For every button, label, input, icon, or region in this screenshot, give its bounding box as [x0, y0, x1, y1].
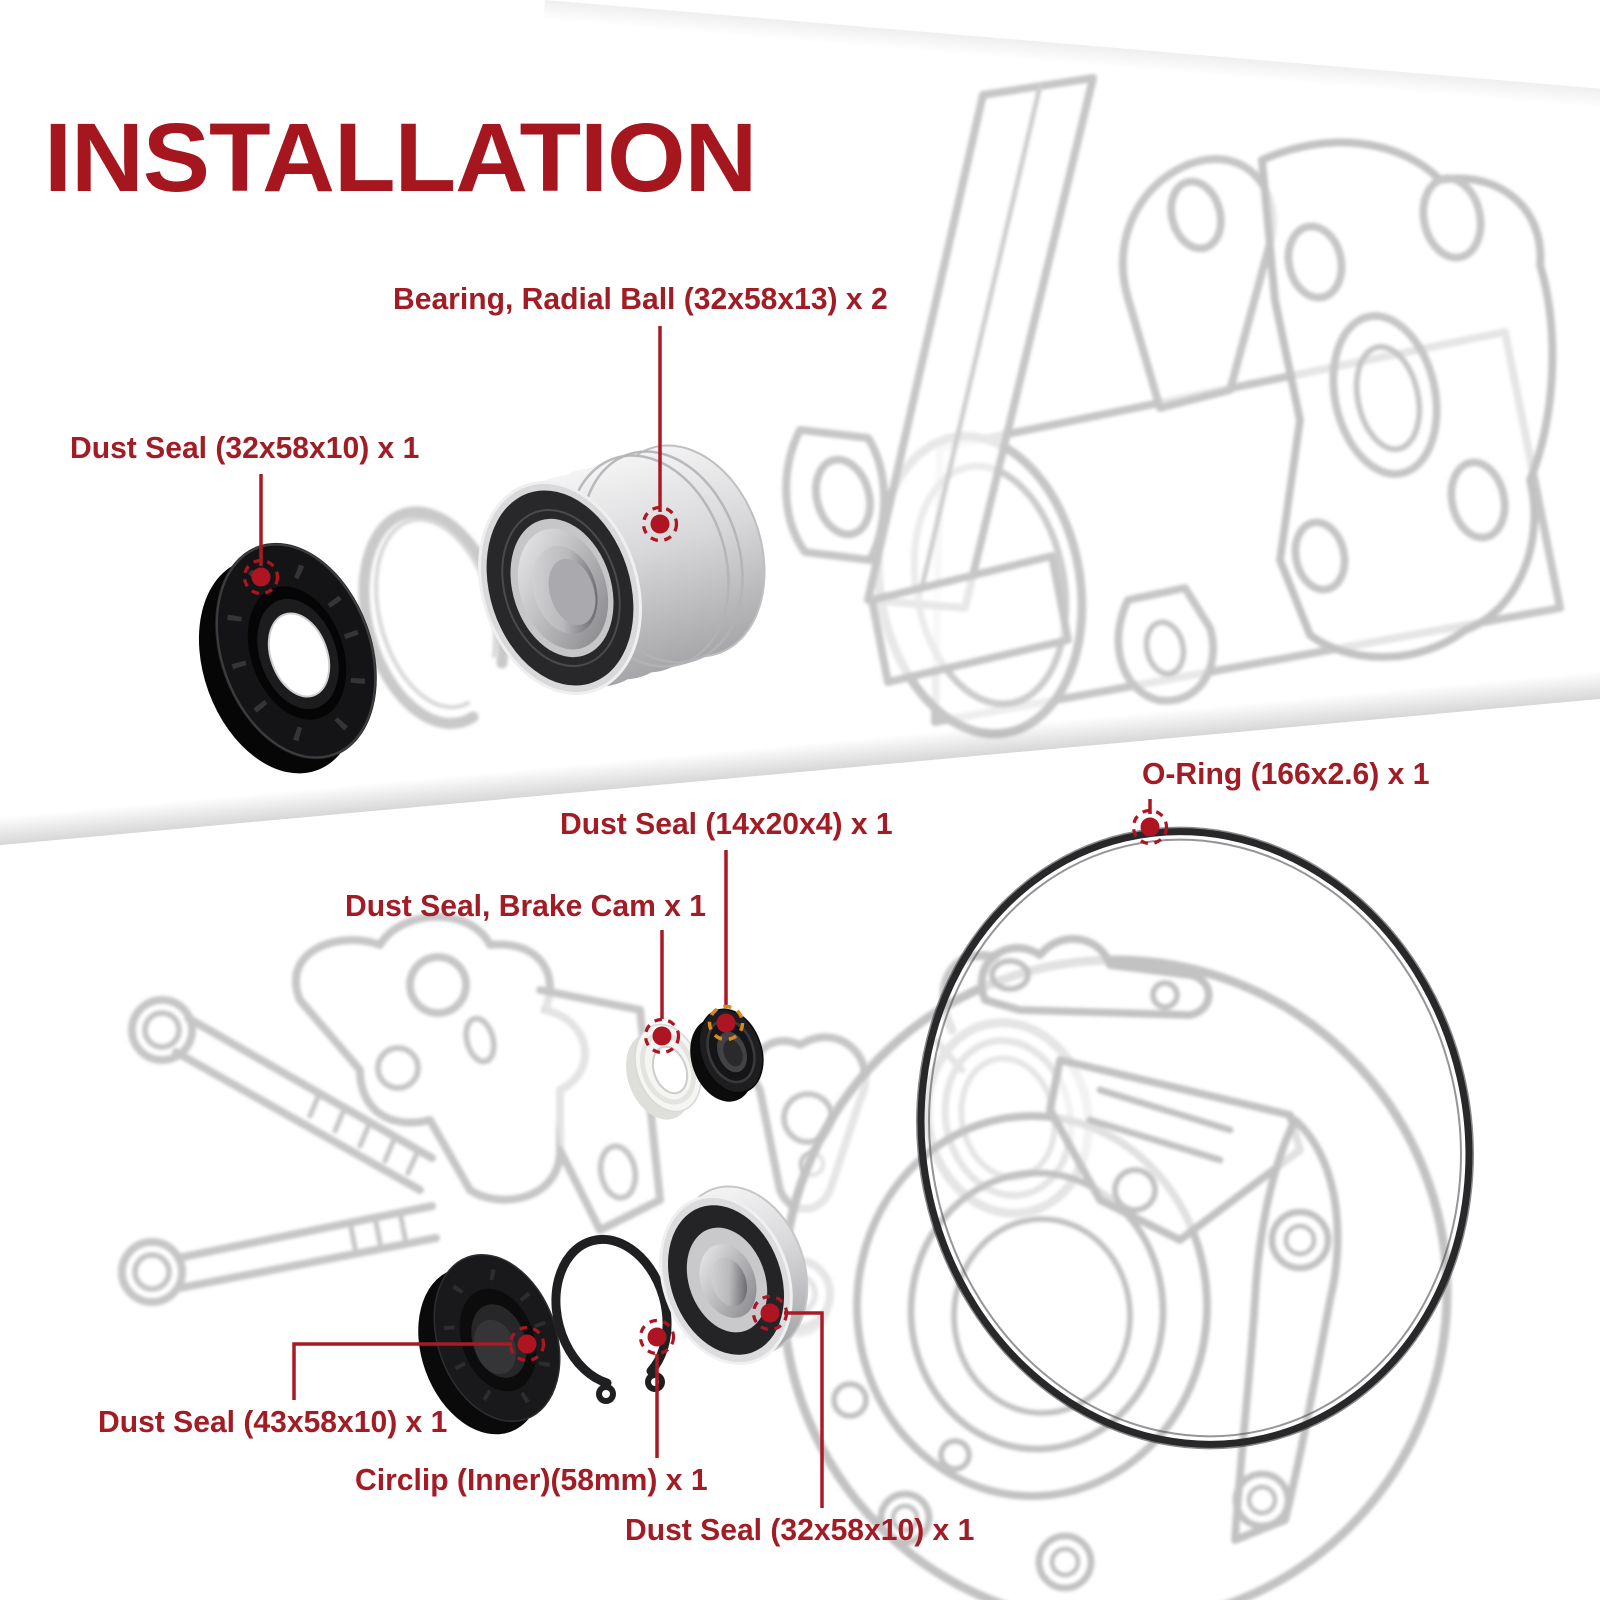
- callout-targets: [242, 505, 1169, 1363]
- callout-label-dust-seal-43x58x10: Dust Seal (43x58x10) x 1: [98, 1404, 448, 1439]
- bearing-radial-ball-image: [478, 444, 766, 695]
- dust-seal-32x58x10-top-image: [198, 542, 377, 774]
- callout-target-icon: [751, 1294, 789, 1332]
- dust-seal-brake-cam-image: [626, 1023, 702, 1120]
- brake-panel-sketch: [778, 935, 1452, 1600]
- callout-label-circlip-inner-58mm: Circlip (Inner)(58mm) x 1: [355, 1462, 708, 1497]
- dust-seal-43x58x10-image: [418, 1253, 561, 1435]
- callout-label-o-ring: O-Ring (166x2.6) x 1: [1142, 756, 1430, 791]
- callout-target-icon: [707, 1004, 745, 1042]
- callout-label-bearing-radial-ball: Bearing, Radial Ball (32x58x13) x 2: [393, 281, 888, 316]
- callout-target-icon: [641, 505, 679, 543]
- callout-target-icon: [242, 558, 280, 596]
- dust-seal-14x20x4-image: [690, 1008, 764, 1102]
- page-title: INSTALLATION: [44, 102, 757, 212]
- callout-label-dust-seal-32x58x10-top: Dust Seal (32x58x10) x 1: [70, 430, 420, 465]
- callout-lines: [259, 326, 1152, 1508]
- callout-target-icon: [643, 1017, 681, 1055]
- callout-label-dust-seal-brake-cam: Dust Seal, Brake Cam x 1: [345, 888, 707, 923]
- callout-label-dust-seal-32x58x10-bottom: Dust Seal (32x58x10) x 1: [625, 1512, 975, 1547]
- callout-label-dust-seal-14x20x4: Dust Seal (14x20x4) x 1: [560, 806, 893, 841]
- leader-dust-seal-32x58x10-bottom: [784, 1311, 824, 1508]
- callout-target-icon: [638, 1318, 676, 1356]
- axle-housing-sketch: [782, 74, 1564, 739]
- callout-target-icon: [1131, 808, 1169, 846]
- o-ring-image: [916, 826, 1474, 1450]
- circlip-inner-58mm-image: [551, 1234, 672, 1404]
- leader-dust-seal-43x58x10: [292, 1342, 512, 1400]
- callout-target-icon: [508, 1325, 546, 1363]
